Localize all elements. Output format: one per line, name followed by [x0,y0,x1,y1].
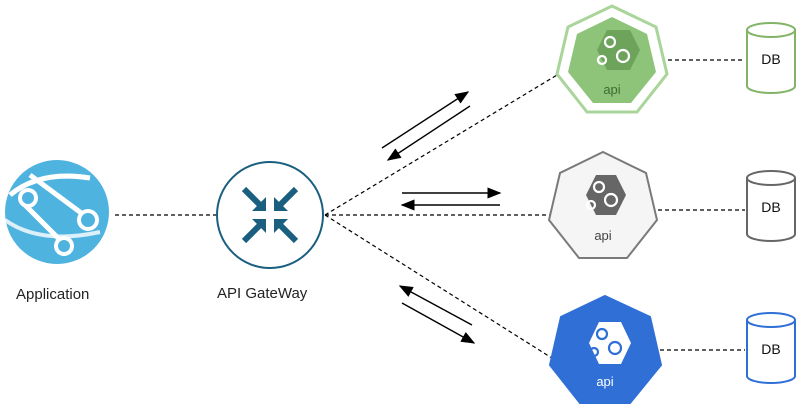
response-arrow-api-3 [398,285,473,326]
api-service-3: api [548,294,663,404]
db-label: DB [761,199,780,215]
api-label: api [596,374,613,389]
api-label: api [594,228,611,243]
request-arrow-api-3 [401,302,476,344]
database-2: DB [746,170,796,242]
connector-gateway-api-3 [324,214,556,361]
request-arrow-api-1 [381,91,470,149]
database-1: DB [746,22,796,94]
api-gateway-label: API GateWay [217,285,308,302]
db-label: DB [761,51,780,67]
database-3: DB [746,312,796,384]
gear-icon [597,30,640,70]
api-service-2: api [547,150,659,259]
api-service-1: api [555,4,669,114]
db-label: DB [761,341,780,357]
response-arrow-api-1 [386,105,471,161]
application-globe-icon [3,160,109,264]
application-label: Application [16,286,90,303]
api-label: api [603,82,620,97]
api-gateway-icon [216,161,324,269]
